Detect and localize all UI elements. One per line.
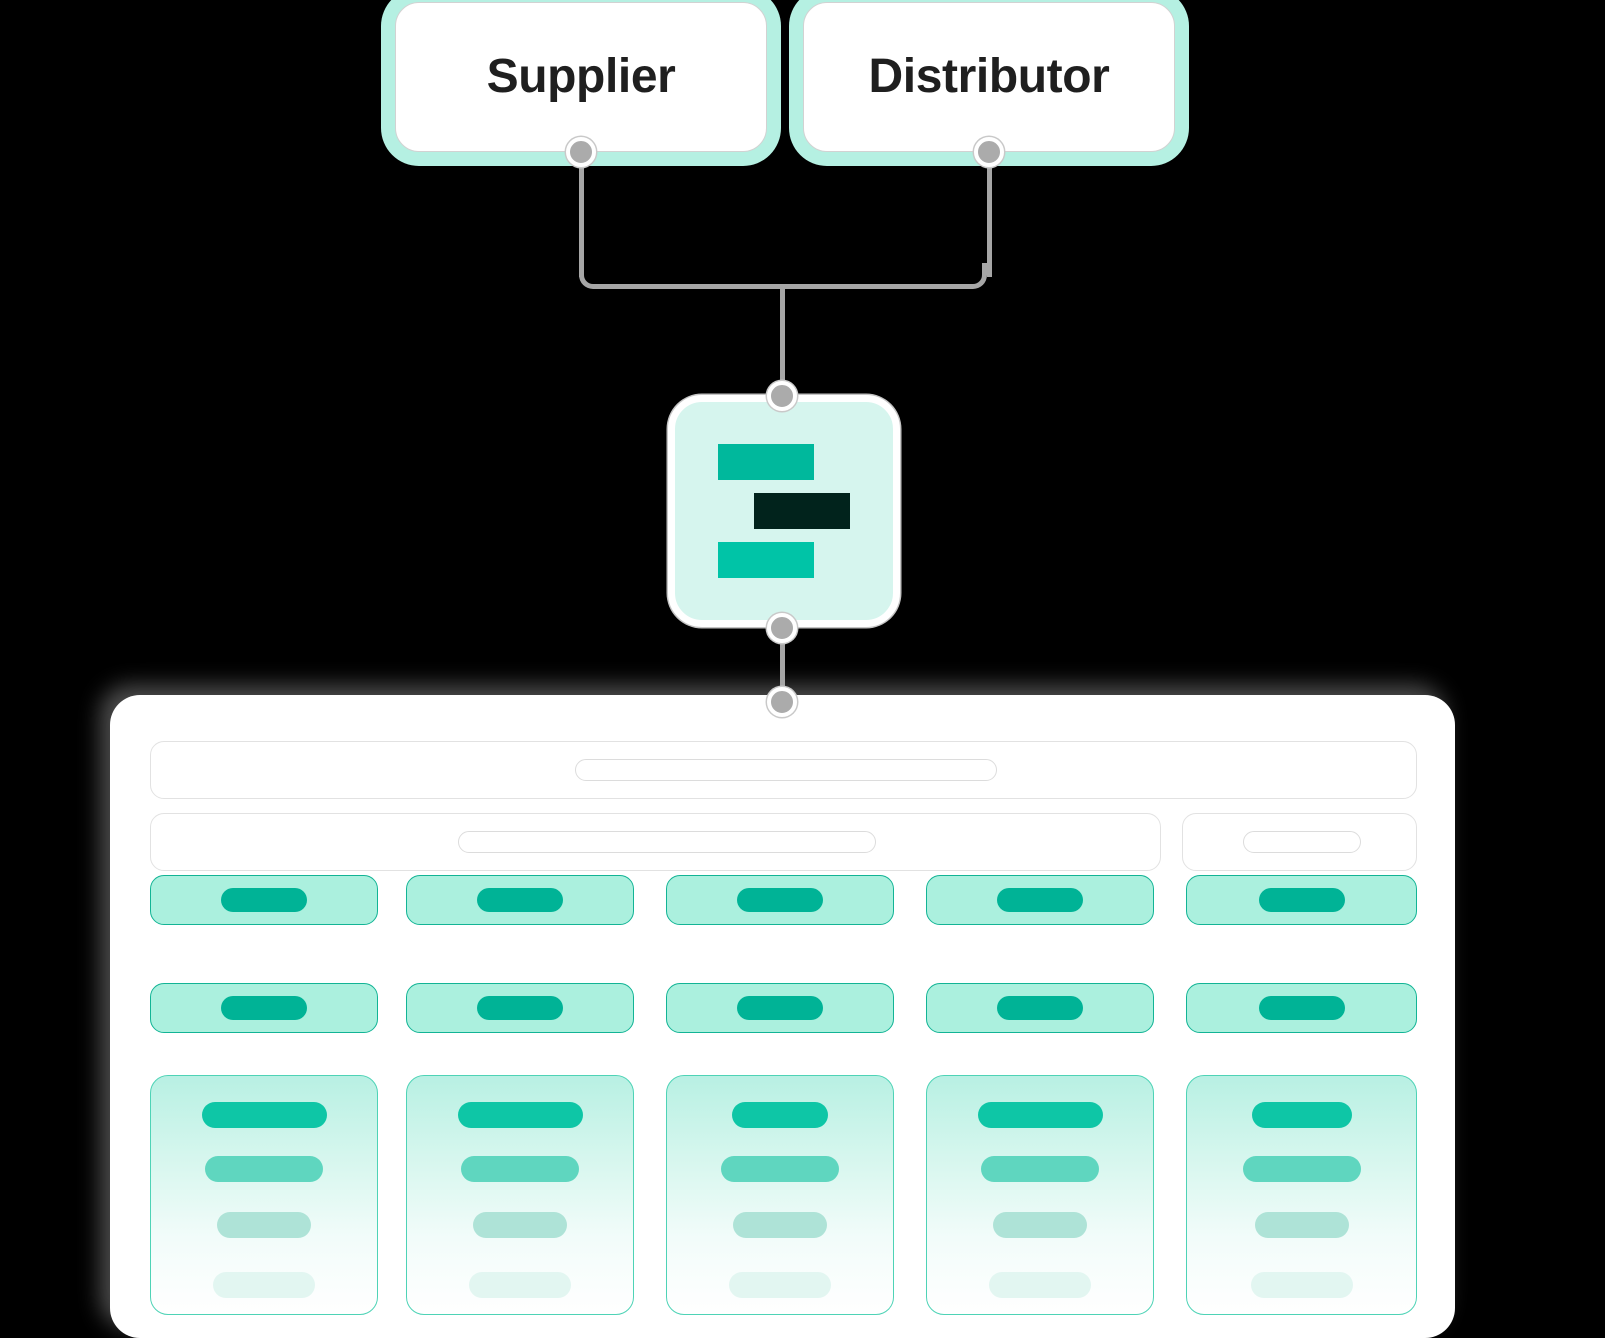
result-card[interactable] [1186,1075,1417,1315]
chip-label-placeholder [737,996,823,1020]
edge-merge-to-logo [780,284,785,396]
chip-label-placeholder [737,888,823,912]
chip-label-placeholder [477,996,563,1020]
flow-node-supplier[interactable]: Supplier [395,2,767,152]
flow-node-supplier-label: Supplier [486,50,676,103]
result-card-subtitle-placeholder [981,1156,1099,1182]
result-card-title-placeholder [732,1102,828,1128]
result-card[interactable] [406,1075,634,1315]
edge-supplier-vertical [579,152,584,277]
result-card-footer-placeholder [213,1272,315,1298]
chip-label-placeholder [1258,888,1345,912]
chip-label-placeholder [477,888,563,912]
handle-logo-input[interactable] [767,381,797,411]
chip-row-1-item[interactable] [406,875,634,925]
chip-row-1-item[interactable] [926,875,1154,925]
result-card-subtitle-placeholder [461,1156,579,1182]
handle-supplier-output[interactable] [566,137,596,167]
edge-distributor-corner [961,263,987,289]
result-card-footer-placeholder [989,1272,1091,1298]
filter-select[interactable] [1182,813,1417,871]
chip-label-placeholder [221,996,307,1020]
result-card-subtitle-placeholder [205,1156,323,1182]
handle-panel-input[interactable] [767,687,797,717]
filter-select-placeholder [1243,831,1361,853]
chip-row-2-item[interactable] [1186,983,1417,1033]
result-card-meta-placeholder [1254,1212,1349,1238]
result-card[interactable] [926,1075,1154,1315]
chip-label-placeholder [997,996,1083,1020]
filter-input[interactable] [150,813,1161,871]
filter-input-placeholder [458,831,876,853]
chip-label-placeholder [1258,996,1345,1020]
flow-node-distributor-label: Distributor [868,50,1110,103]
edge-logo-to-panel [780,626,785,702]
result-card-title-placeholder [977,1102,1103,1128]
result-card-meta-placeholder [993,1212,1087,1238]
handle-logo-output[interactable] [767,613,797,643]
chip-row-2-item[interactable] [666,983,894,1033]
result-card-title-placeholder [457,1102,583,1128]
result-card-footer-placeholder [469,1272,571,1298]
brand-logo-bar-bottom [718,542,814,578]
result-card[interactable] [666,1075,894,1315]
result-card-footer-placeholder [729,1272,831,1298]
chip-row-2-item[interactable] [926,983,1154,1033]
result-card-title-placeholder [1251,1102,1352,1128]
flow-node-brand-logo[interactable] [668,395,900,627]
chip-label-placeholder [997,888,1083,912]
result-card-meta-placeholder [733,1212,827,1238]
brand-logo-icon [675,402,893,620]
result-card-subtitle-placeholder [1242,1156,1361,1182]
search-input[interactable] [150,741,1417,799]
result-card[interactable] [150,1075,378,1315]
edge-supplier-corner [579,263,605,289]
edge-distributor-vertical [987,152,992,277]
brand-logo-bar-middle [754,493,850,529]
search-input-placeholder [575,759,997,781]
result-card-meta-placeholder [473,1212,567,1238]
handle-distributor-output[interactable] [974,137,1004,167]
results-panel [110,695,1455,1338]
result-card-meta-placeholder [217,1212,311,1238]
result-card-subtitle-placeholder [721,1156,839,1182]
chip-row-2-item[interactable] [406,983,634,1033]
brand-logo-bar-top [718,444,814,480]
chip-row-1-item[interactable] [1186,875,1417,925]
chip-row-1-item[interactable] [666,875,894,925]
chip-row-2-item[interactable] [150,983,378,1033]
result-card-title-placeholder [201,1102,327,1128]
result-card-footer-placeholder [1250,1272,1353,1298]
chip-row-1-item[interactable] [150,875,378,925]
flow-node-distributor[interactable]: Distributor [803,2,1175,152]
chip-label-placeholder [221,888,307,912]
